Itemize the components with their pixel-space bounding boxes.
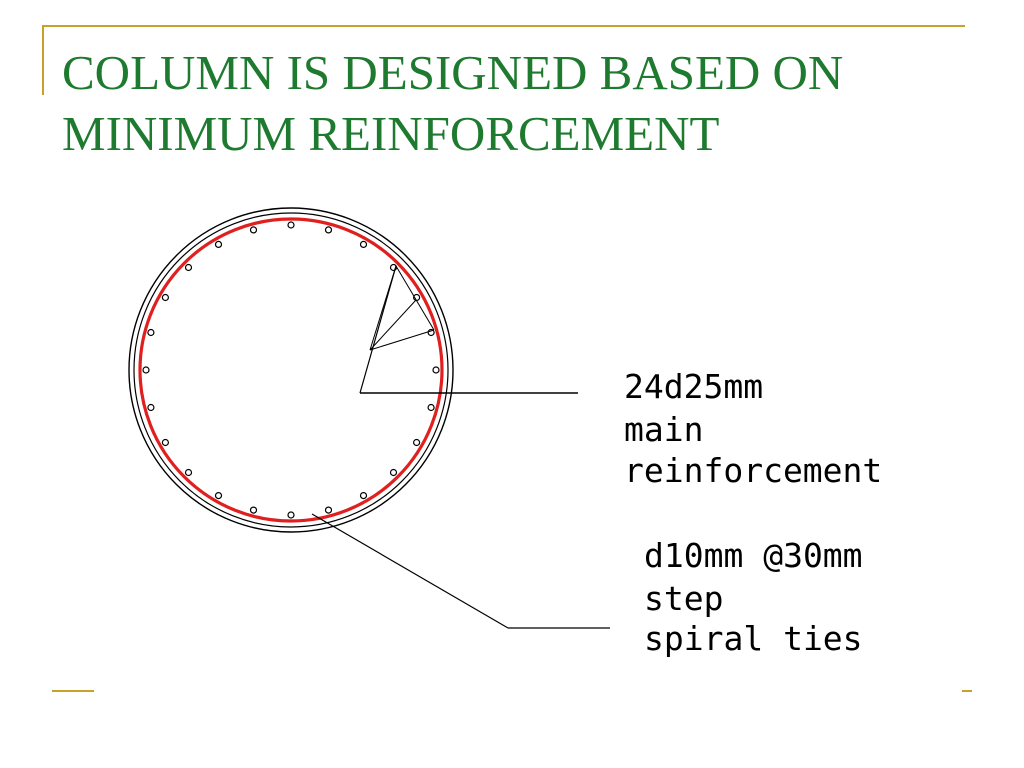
- main-bar: [142, 366, 150, 374]
- main-bar: [359, 492, 368, 500]
- frame-top-line: [42, 25, 965, 27]
- main-bar: [147, 403, 155, 412]
- column-cover-outline: [133, 212, 449, 528]
- main-bar: [161, 438, 169, 447]
- main-bars-group: [142, 221, 440, 519]
- main-bar: [359, 240, 368, 248]
- main-bar: [184, 468, 193, 477]
- spiral-tie-circle: [138, 217, 444, 523]
- frame-left-line: [42, 25, 44, 95]
- title-line-1: COLUMN IS DESIGNED BASED ON: [62, 45, 844, 100]
- label-spiral-line-2: step: [644, 579, 723, 618]
- leader-spiral-diagonal: [311, 513, 509, 629]
- main-bar: [161, 293, 169, 302]
- main-bar: [287, 221, 295, 229]
- main-bar: [324, 226, 333, 234]
- title-line-2: MINIMUM REINFORCEMENT: [62, 106, 720, 161]
- main-bar: [249, 506, 258, 514]
- label-main-line-2: main: [624, 410, 703, 449]
- main-bar: [287, 511, 295, 519]
- main-bar: [147, 328, 155, 337]
- construction-line-2: [369, 299, 417, 351]
- construction-line-4: [395, 265, 435, 331]
- main-bar: [214, 240, 223, 248]
- footer-left-line: [52, 690, 94, 692]
- column-outer-outline: [128, 207, 454, 533]
- construction-line-1: [369, 265, 397, 351]
- label-main-line-1: 24d25mm: [624, 367, 763, 406]
- main-bar: [427, 403, 435, 412]
- main-bar: [389, 468, 398, 477]
- slide-title: COLUMN IS DESIGNED BASED ON MINIMUM REIN…: [62, 42, 962, 164]
- label-main-line-3: reinforcement: [624, 451, 882, 490]
- label-spiral-line-3: spiral ties: [644, 619, 863, 658]
- main-bar: [184, 263, 193, 272]
- main-bar: [214, 492, 223, 500]
- main-bar: [432, 366, 440, 374]
- footer-right-line: [962, 690, 972, 692]
- radius-line-upper: [359, 265, 397, 394]
- main-bar: [249, 226, 258, 234]
- construction-line-3: [369, 329, 435, 351]
- label-spiral-line-1: d10mm @30mm: [644, 536, 863, 575]
- main-bar: [324, 506, 333, 514]
- main-bar: [413, 438, 421, 447]
